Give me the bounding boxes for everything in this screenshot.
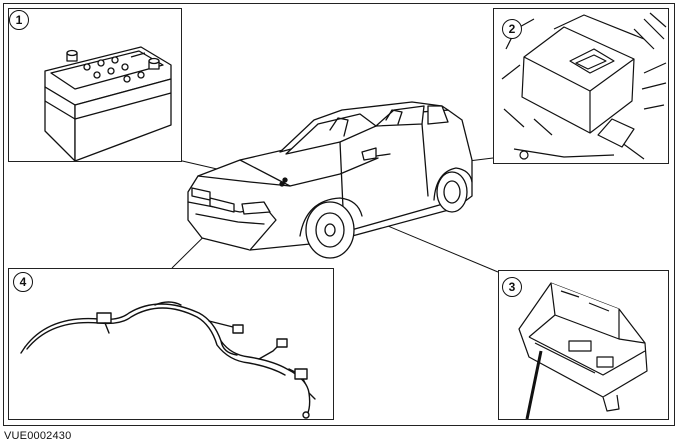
callout-2: 2	[502, 19, 522, 39]
panel-harness	[8, 268, 334, 420]
panel-tray	[498, 270, 669, 420]
wiring-harness-icon	[20, 301, 316, 419]
callout-1: 1	[9, 10, 29, 30]
control-module-icon	[501, 12, 667, 160]
hatchback-car-icon	[187, 101, 473, 259]
callout-3: 3	[502, 277, 522, 297]
figure-frame	[3, 3, 675, 426]
panel-module	[493, 8, 669, 164]
callout-4: 4	[13, 272, 33, 292]
figure-reference-code: VUE0002430	[4, 430, 72, 442]
battery-icon	[44, 46, 172, 161]
battery-tray-icon	[518, 282, 648, 419]
panel-battery	[8, 8, 182, 162]
